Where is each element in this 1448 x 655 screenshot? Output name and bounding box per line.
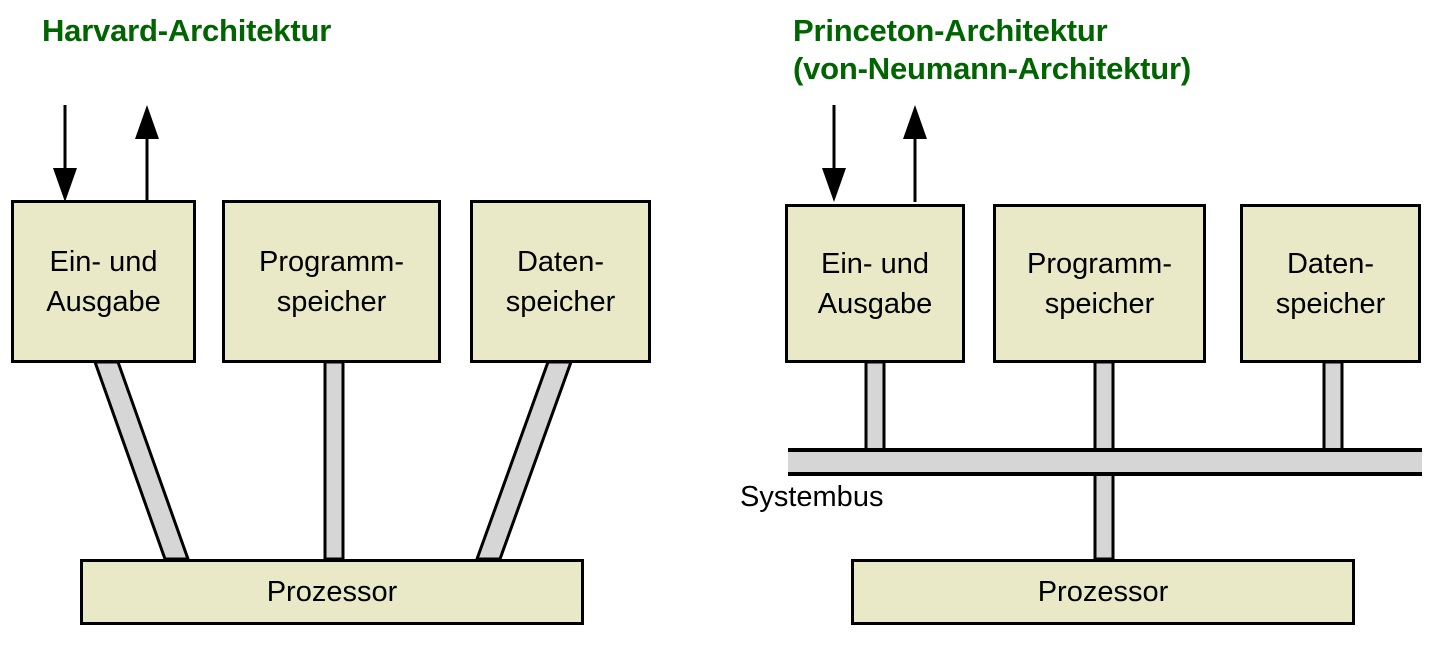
- right-output-arrow-up: [903, 105, 927, 202]
- right-box-program-memory[interactable]: Programm- speicher: [993, 204, 1206, 363]
- left-box-io-line2: Ausgabe: [46, 285, 161, 318]
- left-output-arrow-up: [135, 105, 159, 202]
- left-diagram-title: Harvard-Architektur: [42, 13, 332, 48]
- right-diagram-title-line2: (von-Neumann-Architektur): [793, 51, 1192, 86]
- left-box-data-memory-line2: speicher: [505, 285, 616, 318]
- right-bus-stub-io: [864, 360, 886, 454]
- left-bus-io-to-processor: [92, 360, 191, 561]
- left-box-data-memory-line1: Daten-: [516, 245, 605, 278]
- left-box-io[interactable]: Ein- und Ausgabe: [11, 200, 196, 363]
- right-box-io-line2: Ausgabe: [817, 287, 933, 320]
- right-box-io-line1: Ein- und: [820, 247, 929, 280]
- right-input-arrow-down: [822, 105, 846, 202]
- right-bus-stub-data: [1322, 360, 1344, 454]
- left-box-processor-label: Prozessor: [266, 576, 398, 608]
- right-bus-stub-program: [1093, 360, 1115, 454]
- right-box-io[interactable]: Ein- und Ausgabe: [785, 204, 965, 363]
- right-box-processor-label: Prozessor: [1037, 576, 1169, 608]
- left-box-io-line1: Ein- und: [49, 245, 158, 278]
- left-box-program-memory-line2: speicher: [276, 285, 387, 318]
- left-box-program-memory[interactable]: Programm- speicher: [222, 200, 441, 363]
- left-box-data-memory[interactable]: Daten- speicher: [470, 200, 651, 363]
- right-diagram-title-line1: Princeton-Architektur: [793, 13, 1108, 48]
- right-bus-stub-processor: [1093, 470, 1115, 561]
- right-system-bus-band: [788, 448, 1422, 476]
- right-system-bus-label: Systembus: [740, 481, 884, 513]
- right-box-data-memory-line2: speicher: [1275, 287, 1386, 320]
- right-box-data-memory[interactable]: Daten- speicher: [1240, 204, 1421, 363]
- right-box-processor[interactable]: Prozessor: [851, 559, 1355, 625]
- left-bus-program-to-processor: [323, 360, 345, 561]
- left-input-arrow-down: [53, 105, 77, 202]
- left-box-program-memory-line1: Programm-: [258, 245, 404, 278]
- left-box-processor[interactable]: Prozessor: [80, 559, 584, 625]
- right-box-data-memory-line1: Daten-: [1286, 247, 1375, 280]
- right-box-program-memory-line2: speicher: [1044, 287, 1155, 320]
- right-box-program-memory-line1: Programm-: [1026, 247, 1172, 280]
- left-bus-data-to-processor: [474, 360, 574, 561]
